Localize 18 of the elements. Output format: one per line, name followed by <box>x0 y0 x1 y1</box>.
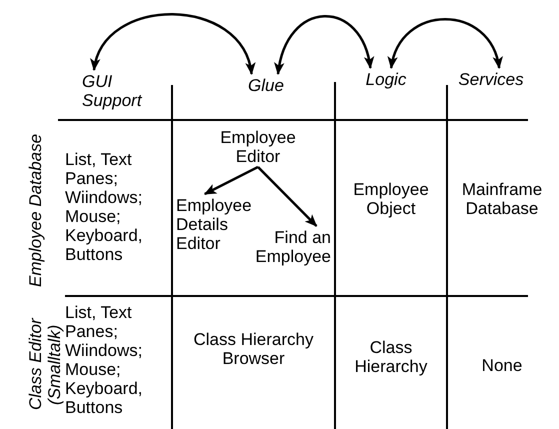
column-header: GUI Support <box>82 72 162 110</box>
column-header: Logic <box>360 70 412 89</box>
component-label: Employee Editor <box>218 128 298 166</box>
arrow <box>388 18 502 69</box>
arrow <box>275 15 374 76</box>
component-label: Find an Employee <box>234 228 331 266</box>
column-header: Services <box>450 70 532 89</box>
cell-text: List, Text Panes; Wiindows; Mouse; Keyboard, Buttons <box>65 303 144 417</box>
arrow <box>204 166 259 196</box>
cell-text: None <box>480 356 524 375</box>
cell-text: Class Hierarchy Browser <box>192 330 314 368</box>
cell-text: Employee Object <box>352 180 430 218</box>
column-header: Glue <box>242 76 290 95</box>
arrow <box>257 166 318 227</box>
arrow <box>92 13 254 75</box>
cell-text: Mainframe Database <box>460 180 544 218</box>
cell-text: Class Hierarchy <box>354 338 428 376</box>
cell-text: List, Text Panes; Wiindows; Mouse; Keyboard, Buttons <box>65 150 144 264</box>
